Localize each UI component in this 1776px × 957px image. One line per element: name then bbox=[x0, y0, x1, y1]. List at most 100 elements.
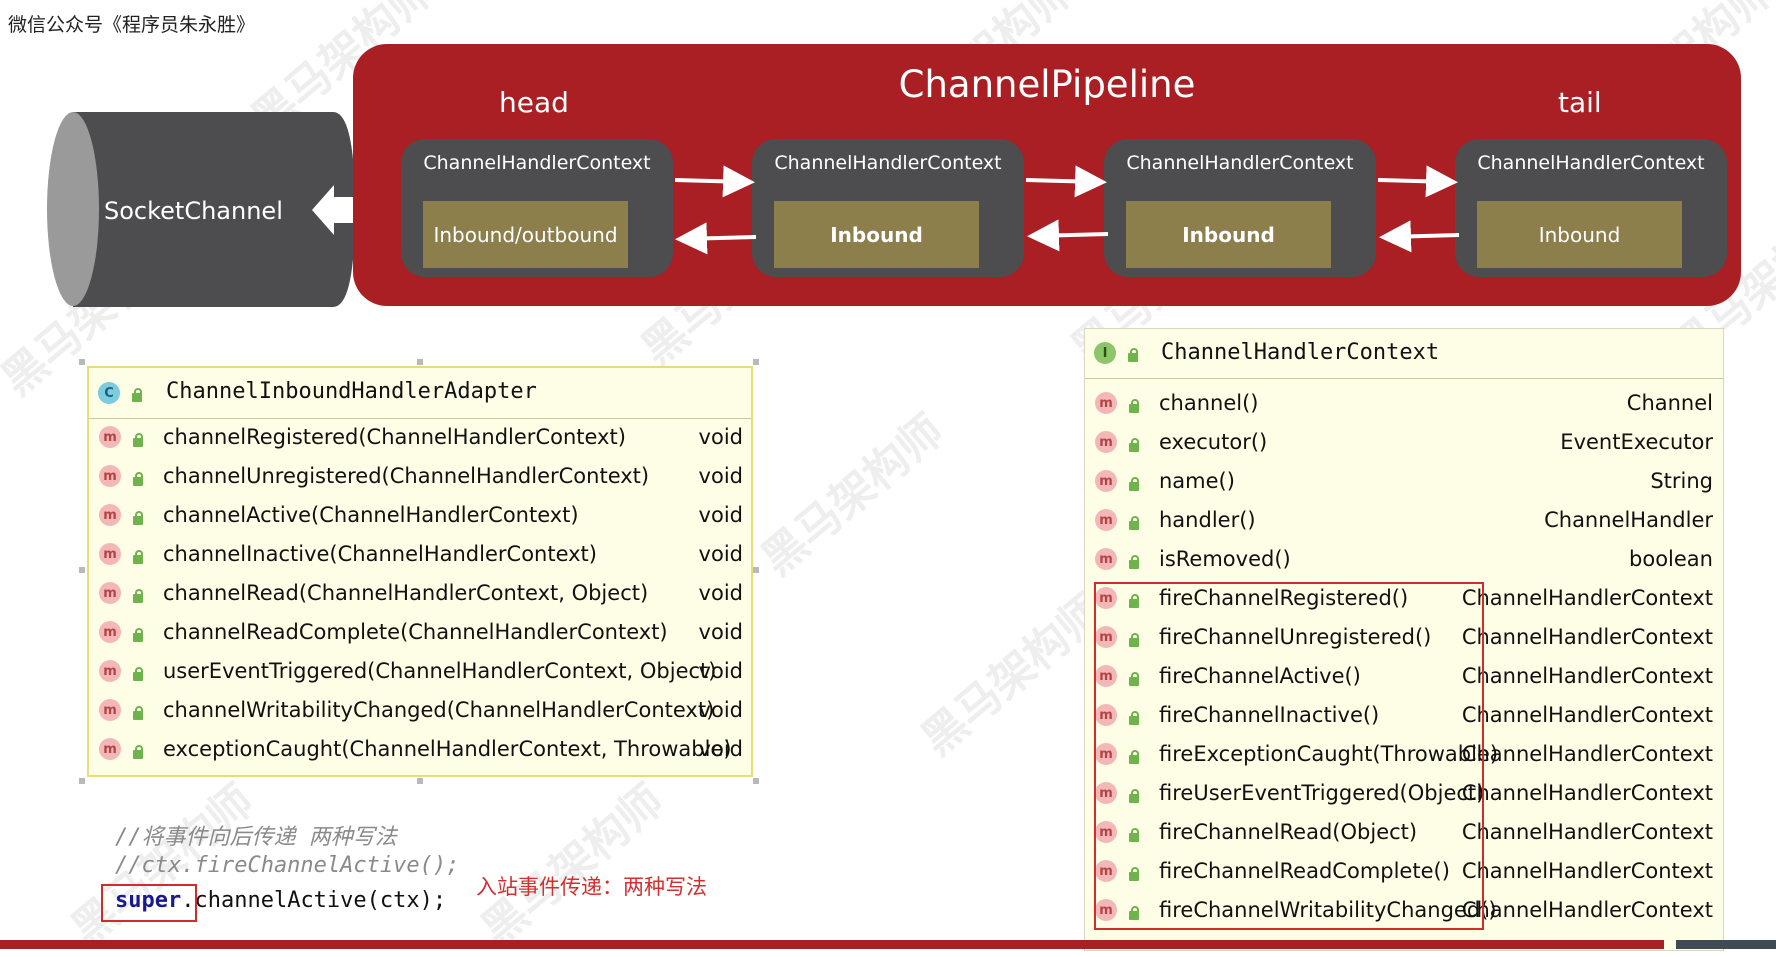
handler-context-3: ChannelHandlerContext Inbound bbox=[1104, 139, 1376, 277]
method-return-type: Channel bbox=[1626, 391, 1713, 415]
resize-handle[interactable] bbox=[79, 778, 85, 784]
method-return-type: void bbox=[698, 464, 743, 488]
method-badge-icon: m bbox=[1095, 860, 1117, 882]
fire-methods-highlight bbox=[1094, 582, 1484, 930]
backward-arrow-icon bbox=[1379, 220, 1460, 253]
socket-channel-label: SocketChannel bbox=[104, 197, 283, 225]
resize-handle[interactable] bbox=[753, 359, 759, 365]
method-name: fireChannelWritabilityChanged() bbox=[1159, 898, 1497, 922]
bottom-accent-bar bbox=[1676, 940, 1776, 949]
method-name: fireChannelRegistered() bbox=[1159, 586, 1409, 610]
method-return-type: void bbox=[698, 659, 743, 683]
method-name: channelWritabilityChanged(ChannelHandler… bbox=[163, 698, 715, 722]
method-badge-icon: m bbox=[1095, 392, 1117, 414]
method-name: fireChannelInactive() bbox=[1159, 703, 1380, 727]
super-keyword: super bbox=[115, 888, 182, 913]
method-return-type: ChannelHandler bbox=[1544, 508, 1713, 532]
pipeline-title: ChannelPipeline bbox=[898, 63, 1196, 106]
context-title: ChannelHandlerContext bbox=[1126, 152, 1354, 174]
public-lock-icon bbox=[1129, 633, 1139, 647]
handler-box: Inbound bbox=[1477, 201, 1682, 268]
method-return-type: ChannelHandlerContext bbox=[1461, 859, 1713, 883]
pipeline-arrows bbox=[674, 165, 1460, 255]
method-row: m channelWritabilityChanged(ChannelHandle… bbox=[89, 691, 751, 730]
method-badge-icon: m bbox=[1095, 431, 1117, 453]
method-name: channelUnregistered(ChannelHandlerContex… bbox=[163, 464, 650, 488]
method-badge-icon: m bbox=[99, 582, 121, 604]
public-lock-icon bbox=[133, 472, 143, 486]
handler-context-1: ChannelHandlerContext Inbound/outbound bbox=[401, 139, 673, 277]
public-lock-icon bbox=[133, 550, 143, 564]
method-badge-icon: m bbox=[99, 426, 121, 448]
forward-arrow-icon bbox=[674, 165, 755, 198]
method-row: m channelInactive(ChannelHandlerContext) v… bbox=[89, 535, 751, 574]
method-badge-icon: m bbox=[1095, 782, 1117, 804]
method-return-type: ChannelHandlerContext bbox=[1461, 664, 1713, 688]
context-title: ChannelHandlerContext bbox=[423, 152, 651, 174]
watermark: 黑马架构师 bbox=[752, 405, 954, 586]
resize-handle[interactable] bbox=[753, 778, 759, 784]
method-name: channel() bbox=[1159, 391, 1259, 415]
method-return-type: String bbox=[1650, 469, 1713, 493]
method-badge-icon: m bbox=[99, 621, 121, 643]
method-return-type: void bbox=[698, 542, 743, 566]
forward-arrow-icon bbox=[1377, 165, 1458, 198]
super-highlight bbox=[101, 884, 197, 922]
inbound-propagation-note: 入站事件传递：两种写法 bbox=[476, 875, 707, 899]
code-comment-2: //ctx.fireChannelActive(); bbox=[115, 853, 460, 878]
method-badge-icon: m bbox=[99, 699, 121, 721]
class-badge-icon: C bbox=[98, 382, 120, 404]
head-label: head bbox=[499, 86, 569, 119]
public-lock-icon bbox=[133, 667, 143, 681]
method-row: m fireChannelRegistered() ChannelHandlerCo… bbox=[1085, 579, 1723, 618]
method-name: channelRegistered(ChannelHandlerContext) bbox=[163, 425, 626, 449]
resize-handle[interactable] bbox=[417, 359, 423, 365]
method-badge-icon: m bbox=[1095, 470, 1117, 492]
method-badge-icon: m bbox=[1095, 899, 1117, 921]
method-name: handler() bbox=[1159, 508, 1256, 532]
socket-channel-cylinder bbox=[47, 112, 355, 307]
watermark-caption: 微信公众号《程序员朱永胜》 bbox=[8, 14, 256, 36]
code-comment-1: //将事件向后传递 两种写法 bbox=[115, 825, 397, 850]
handler-context-2: ChannelHandlerContext Inbound bbox=[752, 139, 1024, 277]
method-return-type: ChannelHandlerContext bbox=[1461, 898, 1713, 922]
resize-handle[interactable] bbox=[753, 567, 759, 573]
method-name: channelActive(ChannelHandlerContext) bbox=[163, 503, 579, 527]
resize-handle[interactable] bbox=[417, 778, 423, 784]
public-lock-icon bbox=[1129, 711, 1139, 725]
handler-box: Inbound bbox=[1126, 201, 1331, 268]
resize-handle[interactable] bbox=[79, 359, 85, 365]
method-row: m fireChannelActive() ChannelHandlerContex… bbox=[1085, 657, 1723, 696]
resize-handle[interactable] bbox=[79, 567, 85, 573]
method-badge-icon: m bbox=[99, 543, 121, 565]
method-row: m channel() Channel bbox=[1085, 384, 1723, 423]
method-badge-icon: m bbox=[1095, 587, 1117, 609]
method-badge-icon: m bbox=[1095, 548, 1117, 570]
method-name: channelInactive(ChannelHandlerContext) bbox=[163, 542, 597, 566]
method-return-type: ChannelHandlerContext bbox=[1461, 703, 1713, 727]
handler-box: Inbound bbox=[774, 201, 979, 268]
public-lock-icon bbox=[1129, 867, 1139, 881]
method-badge-icon: m bbox=[1095, 665, 1117, 687]
method-return-type: ChannelHandlerContext bbox=[1461, 586, 1713, 610]
handler-context-4: ChannelHandlerContext Inbound bbox=[1455, 139, 1727, 277]
code-call: .channelActive(ctx); bbox=[181, 888, 447, 913]
method-badge-icon: m bbox=[1095, 743, 1117, 765]
method-return-type: ChannelHandlerContext bbox=[1461, 781, 1713, 805]
method-name: fireChannelActive() bbox=[1159, 664, 1361, 688]
public-lock-icon bbox=[1129, 399, 1139, 413]
method-name: fireUserEventTriggered(Object) bbox=[1159, 781, 1485, 805]
method-badge-icon: m bbox=[99, 504, 121, 526]
panel-title: ChannelHandlerContext bbox=[1161, 340, 1440, 365]
method-badge-icon: m bbox=[1095, 626, 1117, 648]
method-name: userEventTriggered(ChannelHandlerContext… bbox=[163, 659, 717, 683]
